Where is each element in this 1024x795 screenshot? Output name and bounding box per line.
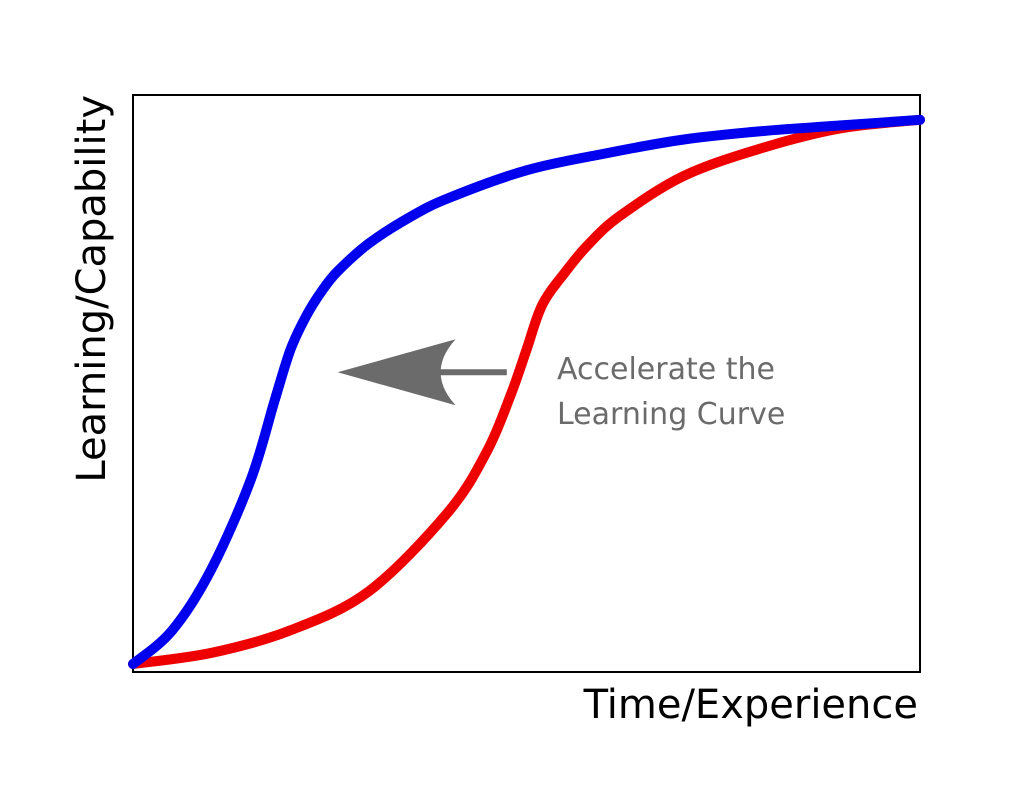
- plot-area: [132, 94, 921, 673]
- x-axis-label: Time/Experience: [583, 682, 918, 728]
- y-axis-label: Learning/Capability: [69, 95, 115, 483]
- series-line-red: [128, 114, 925, 669]
- series-line-blue: [128, 114, 925, 669]
- annotation-text-line: Accelerate the: [557, 352, 775, 387]
- annotation-arrow-head: [337, 339, 456, 406]
- annotation-text-line: Learning Curve: [557, 397, 785, 432]
- series-layer: [128, 114, 925, 669]
